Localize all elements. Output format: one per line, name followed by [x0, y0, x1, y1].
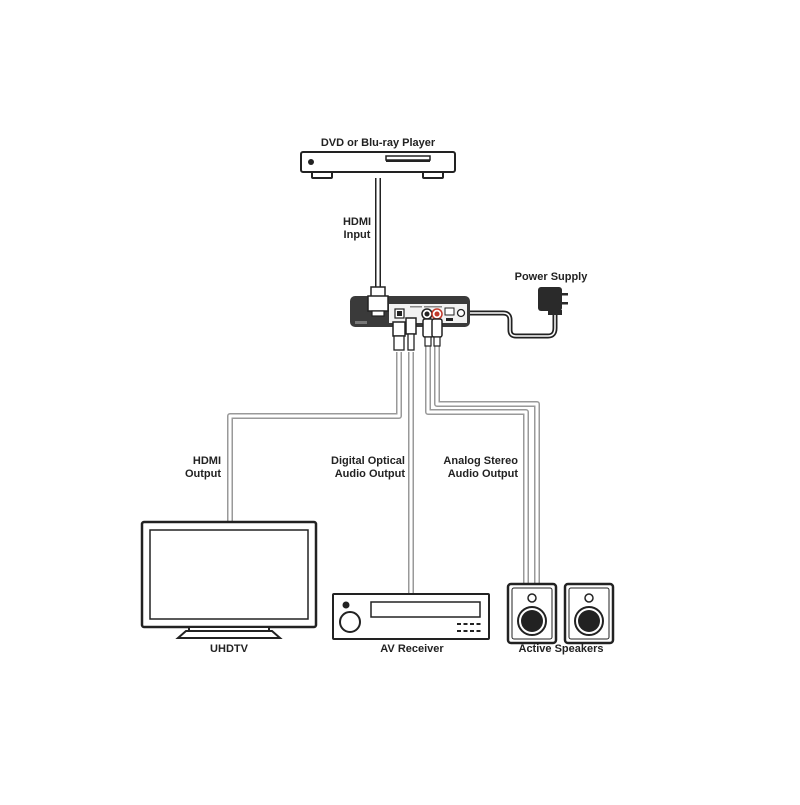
hdmi-output-plug-icon — [392, 321, 406, 351]
television-icon — [140, 520, 318, 639]
analog-output-label-line2: Audio Output — [447, 468, 518, 480]
hdmi-output-cable — [227, 352, 402, 524]
source-device-label: DVD or Blu-ray Player — [320, 137, 436, 149]
optical-output-label-line2: Audio Output — [334, 468, 405, 480]
hdmi-input-plug-icon — [367, 286, 389, 317]
av-receiver-icon — [332, 593, 490, 640]
speaker-left-icon — [506, 582, 558, 645]
cables — [227, 178, 558, 594]
power-supply-label: Power Supply — [514, 271, 588, 283]
analog-output-label: Analog Stereo Audio Output — [443, 455, 518, 481]
hdmi-output-label-line1: HDMI — [192, 455, 221, 467]
blu-ray-player-icon — [300, 151, 456, 179]
tv-label: UHDTV — [210, 643, 248, 655]
power-adapter-icon — [538, 287, 568, 315]
hdmi-output-label-line2: Output — [184, 468, 221, 480]
power-cable — [466, 310, 558, 339]
receiver-label: AV Receiver — [380, 643, 444, 655]
speaker-right-icon — [563, 582, 615, 645]
speakers-label: Active Speakers — [518, 643, 604, 655]
optical-plug-icon — [405, 317, 417, 351]
analog-output-label-line1: Analog Stereo — [443, 455, 518, 467]
optical-output-label-line1: Digital Optical — [331, 455, 405, 467]
analog-cable-right — [434, 345, 540, 584]
optical-output-label: Digital Optical Audio Output — [331, 455, 405, 481]
hdmi-input-label-line1: HDMI — [342, 216, 372, 228]
hdmi-input-label: HDMI Input — [343, 216, 371, 242]
speakers-icon — [506, 582, 615, 645]
analog-cable-left — [425, 345, 529, 584]
hdmi-output-label: HDMI Output — [185, 455, 221, 481]
hdmi-input-label-line2: Input — [343, 229, 371, 241]
rca-plugs-icon — [422, 318, 443, 347]
